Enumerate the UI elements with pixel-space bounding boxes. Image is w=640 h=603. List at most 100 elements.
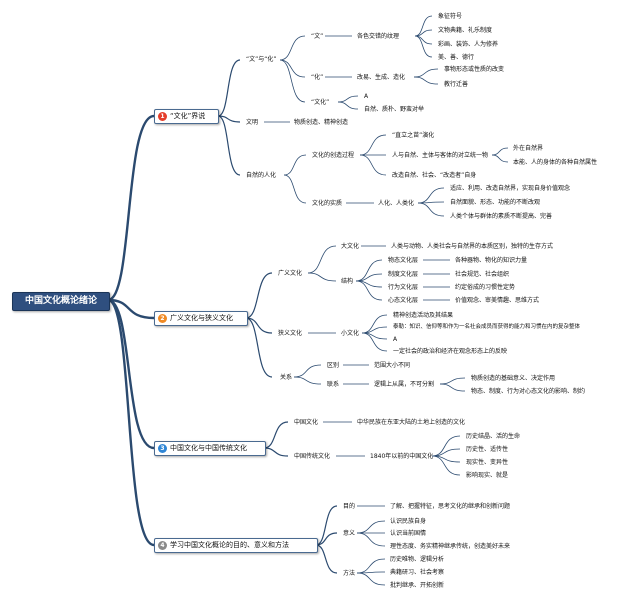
structure-detail[interactable]: 各种器物、物化的知识力量	[455, 257, 528, 264]
essence-mid[interactable]: 人化、人类化	[378, 200, 415, 207]
trad-culture-item[interactable]: 历史性、适传性	[466, 446, 509, 453]
process-item[interactable]: “直立之苗”演化	[392, 132, 435, 139]
process-item[interactable]: 改造自然、社会、“改造者”自身	[392, 172, 477, 179]
wen-item[interactable]: 文物典籍、礼乐制度	[438, 27, 493, 34]
wenhua2-item[interactable]: 自然、质朴、野蛮对举	[364, 106, 425, 113]
wen-item[interactable]: 美、善、德行	[438, 54, 475, 61]
connector-line	[356, 558, 386, 574]
connector-line	[245, 272, 273, 319]
narrow-item[interactable]: 一定社会的政治和经济在观念形态上的反映	[393, 348, 508, 355]
connector-line	[283, 154, 307, 176]
trad-culture-node[interactable]: 中国传统文化	[294, 453, 331, 460]
method-item[interactable]: 典籍研习、社会考察	[390, 569, 445, 576]
connector-line	[413, 68, 439, 78]
connector-line	[355, 280, 383, 301]
connector-line	[491, 147, 509, 156]
process-sub[interactable]: 本能、人的身体的各种自然属性	[513, 159, 598, 166]
connector-line	[279, 59, 306, 103]
link-item[interactable]: 物态、制度、行为对心态文化的影响、制约	[471, 388, 586, 395]
branch-2-node[interactable]: 2 广义文化与狭义文化	[154, 311, 248, 326]
root-node[interactable]: 中国文化概论绪论	[12, 292, 110, 311]
structure-detail[interactable]: 价值观念、审美情趣、思维方式	[455, 297, 540, 304]
trad-culture-mid[interactable]: 1840年以前的中国文化	[370, 453, 434, 460]
wen-item[interactable]: 彩画、装饰、人为修养	[438, 41, 499, 48]
essence-item[interactable]: 人类个体与群体的素质不断提高、完善	[450, 213, 553, 220]
connector-line	[217, 115, 241, 176]
trad-culture-item[interactable]: 影响现实、就是	[466, 472, 509, 479]
structure-node[interactable]: 结构	[341, 278, 354, 285]
connector-line	[359, 154, 387, 176]
branch-4-label: 学习中国文化概论的目的、意义和方法	[170, 541, 289, 549]
method-node[interactable]: 方法	[343, 570, 356, 577]
branch-3-number: 3	[158, 444, 167, 453]
hua-node[interactable]: “化”	[311, 74, 324, 81]
connector-line	[279, 59, 306, 78]
wen-node[interactable]: “文”	[311, 33, 324, 40]
essence-item[interactable]: 适应、利用、改造自然界，实现自身价值观念	[450, 185, 571, 192]
diff-node[interactable]: 区别	[327, 362, 340, 369]
branch-2-label: 广义文化与狭义文化	[170, 314, 233, 322]
meaning-item[interactable]: 理性态度、务实精神继承传统，创造美好未来	[390, 543, 511, 550]
branch-2-number: 2	[158, 314, 167, 323]
narrow-mid[interactable]: 小文化	[341, 330, 360, 337]
narrow-item[interactable]: 精神创造活动及其结果	[393, 312, 454, 319]
structure-layer[interactable]: 行为文化层	[388, 284, 419, 291]
trad-culture-item[interactable]: 现实性、变异性	[466, 459, 509, 466]
meaning-item[interactable]: 认识民族自身	[390, 518, 427, 525]
wen-item[interactable]: 象征符号	[438, 13, 463, 20]
structure-detail[interactable]: 约定俗成的习惯性定势	[455, 284, 516, 291]
method-item[interactable]: 批判继承、开拓创新	[390, 582, 445, 589]
meaning-node[interactable]: 意义	[343, 530, 356, 537]
structure-detail[interactable]: 社会规范、社会组织	[455, 271, 510, 278]
structure-layer[interactable]: 物态文化层	[388, 257, 419, 264]
wenming-item[interactable]: 物质创造、精神创造	[294, 119, 349, 126]
narrow-item[interactable]: A	[393, 336, 398, 343]
wen-mid[interactable]: 各色交错的纹理	[357, 33, 400, 40]
essence-node[interactable]: 文化的实质	[312, 200, 343, 207]
branch-1-node[interactable]: 1 “文化”界说	[154, 109, 219, 124]
relation-node[interactable]: 关系	[280, 374, 293, 381]
wenhua2-item[interactable]: A	[364, 93, 369, 100]
goal-node[interactable]: 目的	[343, 503, 356, 510]
meaning-item[interactable]: 认识当前国情	[390, 530, 427, 537]
connector-line	[315, 544, 338, 574]
link-item[interactable]: 物质创造的基础意义、决定作用	[471, 375, 556, 382]
trad-culture-item[interactable]: 历史结晶、活的生命	[466, 433, 521, 440]
connector-line	[417, 187, 445, 204]
goal-item[interactable]: 了解、把握特征，思考文化的继承和创新问题	[390, 503, 511, 510]
connector-line	[217, 59, 241, 117]
structure-layer[interactable]: 心态文化层	[388, 297, 419, 304]
connector-line	[107, 298, 155, 320]
wenhua2-node[interactable]: “文化”	[311, 99, 330, 106]
branch-3-label: 中国文化与中国传统文化	[170, 444, 247, 452]
branch-3-node[interactable]: 3 中国文化与中国传统文化	[154, 441, 266, 456]
connector-line	[414, 35, 433, 45]
connector-line	[107, 298, 155, 450]
narrow-item[interactable]: 泰勒：知识、信仰等和作为一名社会成员而获得的能力和习惯在内的复杂整体	[393, 324, 581, 330]
essence-item[interactable]: 自然面貌、形态、功能的不断改观	[450, 199, 541, 206]
branch-4-node[interactable]: 4 学习中国文化概论的目的、意义和方法	[154, 538, 318, 553]
big-culture-node[interactable]: 大文化	[341, 243, 360, 250]
wenming-node[interactable]: 文明	[246, 119, 259, 126]
big-culture-item[interactable]: 人类与动物、人类社会与自然界的本质区别，独特的生存方式	[391, 243, 554, 250]
wenhua-node[interactable]: “文”与“化”	[246, 56, 277, 63]
connector-line	[263, 421, 289, 449]
process-node[interactable]: 文化的创造过程	[312, 152, 355, 159]
process-sub[interactable]: 外在自然界	[513, 145, 544, 152]
method-item[interactable]: 历史唯物、逻辑分析	[390, 556, 445, 563]
cn-culture-item[interactable]: 中华民族在东亚大陆的土地上创造的文化	[357, 419, 466, 426]
ziran-node[interactable]: 自然的人化	[246, 172, 277, 179]
cn-culture-node[interactable]: 中国文化	[294, 419, 319, 426]
broad-node[interactable]: 广义文化	[278, 270, 303, 277]
link-mid[interactable]: 逻辑上从属，不可分割	[374, 381, 435, 388]
link-node[interactable]: 联系	[327, 381, 340, 388]
structure-layer[interactable]: 制度文化层	[388, 271, 419, 278]
process-item[interactable]: 人与自然、主体与客体的对立统一物	[392, 152, 489, 159]
connector-line	[293, 364, 322, 378]
narrow-node[interactable]: 狭义文化	[278, 330, 303, 337]
diff-item[interactable]: 范围大小不同	[374, 362, 411, 369]
hua-item[interactable]: 教行迁善	[444, 81, 469, 88]
hua-item[interactable]: 事物形态或性质的改变	[444, 66, 505, 73]
hua-mid[interactable]: 改易、生成、造化	[357, 74, 406, 81]
